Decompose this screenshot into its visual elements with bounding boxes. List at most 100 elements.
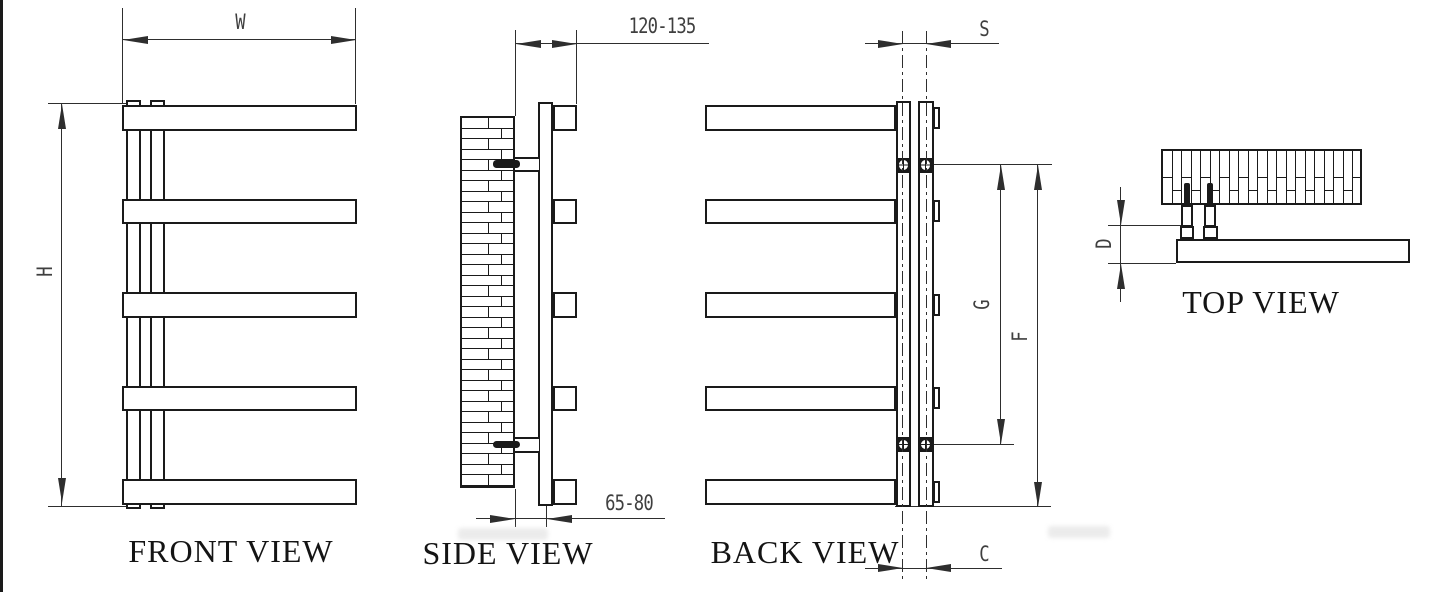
wall-section [460, 116, 515, 488]
brick-hatch-row [462, 370, 513, 381]
tube-section-upper [1204, 205, 1216, 227]
brick-hatch-row [1229, 151, 1239, 203]
bracket-screw-icon [920, 160, 931, 170]
f-arrow-top [1033, 165, 1042, 190]
brick-hatch-row [462, 139, 513, 150]
brick-hatch-row [1248, 151, 1258, 203]
brick-hatch-row [462, 170, 513, 181]
brick-hatch-row [1277, 151, 1287, 203]
g-extension-line-bottom [933, 443, 1014, 445]
towel-bar [705, 479, 896, 505]
brick-hatch-row [462, 391, 513, 402]
towel-bar [705, 105, 896, 131]
brick-hatch-row [1220, 151, 1230, 203]
c-arrow-left [878, 564, 903, 573]
brick-hatch-row [462, 380, 513, 391]
brick-hatch-row [462, 233, 513, 244]
brick-hatch-row [462, 485, 513, 486]
brick-hatch-row [1324, 151, 1334, 203]
brick-hatch-row [462, 475, 513, 486]
brick-hatch-row [462, 307, 513, 318]
mounting-bolt-top-view [1183, 183, 1190, 204]
brick-hatch-row [462, 296, 513, 307]
page-edge-line [0, 0, 3, 592]
brick-hatch-row [462, 244, 513, 255]
brick-hatch-row [1334, 151, 1344, 203]
bar-end-stub [552, 292, 577, 318]
tube-section-lower [1179, 225, 1194, 239]
clearance-arrow-left [489, 514, 515, 523]
mounting-bolt-top-view [1206, 183, 1213, 204]
w-dimension-line [122, 39, 356, 41]
towel-bar [705, 292, 896, 318]
brick-hatch-row [462, 118, 513, 129]
bracket-extension-line-top [933, 163, 1052, 165]
wall-section [1161, 149, 1362, 205]
brick-hatch-row [462, 464, 513, 475]
bar-end-stub [933, 293, 940, 316]
brick-hatch-row [462, 412, 513, 423]
brick-hatch-row [462, 191, 513, 202]
brick-hatch-row [462, 286, 513, 297]
tube-section-lower [1202, 225, 1218, 239]
brick-hatch-row [1191, 151, 1201, 203]
brick-hatch-row [462, 454, 513, 465]
f-dimension-line [1037, 164, 1039, 507]
d-extension-line-bottom [1108, 262, 1176, 264]
depth-extension-line-left [514, 30, 516, 116]
brick-hatch-row [462, 422, 513, 433]
brick-hatch-row [462, 160, 513, 171]
d-dimension-line [1120, 187, 1122, 302]
dimension-label-clearance-range: 65-80 [605, 491, 654, 515]
brick-hatch-row [462, 254, 513, 265]
wall-bracket-bottom [515, 437, 539, 453]
side-view-label: SIDE VIEW [422, 535, 594, 571]
towel-bar [121, 479, 357, 505]
brick-hatch-row [462, 212, 513, 223]
brick-hatch-row [462, 265, 513, 276]
depth-dimension-line [515, 43, 709, 45]
watermark-smudge [458, 528, 548, 540]
depth-arrow-right [551, 39, 577, 48]
brick-hatch-row [462, 181, 513, 192]
s-arrow-right [926, 39, 952, 48]
clearance-extension-line-left [514, 489, 516, 527]
wall-bracket-top [515, 156, 539, 172]
bar-end-stub [933, 106, 940, 129]
h-extension-line-bottom [48, 506, 126, 508]
h-arrow-top [57, 104, 66, 129]
back-riser-tube-right [917, 100, 934, 507]
brick-hatch-row [1353, 151, 1360, 203]
clearance-extension-line-right [545, 506, 547, 527]
brick-hatch-row [1305, 151, 1315, 203]
brick-hatch-row [1258, 151, 1268, 203]
towel-bar [121, 292, 357, 318]
bar-end-stub [552, 479, 577, 505]
h-arrow-bottom [57, 477, 66, 503]
side-riser-tube [538, 102, 553, 506]
brick-hatch-row [462, 223, 513, 234]
bar-end-stub [552, 385, 577, 411]
brick-hatch-row [1239, 151, 1249, 203]
dimension-label-s: S [979, 16, 989, 41]
brick-hatch-row [1286, 151, 1296, 203]
bar-end-stub [933, 480, 940, 503]
brick-hatch-row [462, 317, 513, 328]
towel-bar [121, 198, 357, 224]
brick-hatch-row [462, 128, 513, 139]
brick-hatch-row [462, 349, 513, 360]
bar-end-stub [552, 198, 577, 224]
brick-hatch-row [462, 149, 513, 160]
back-view-label: BACK VIEW [710, 534, 900, 570]
top-view-label: TOP VIEW [1182, 284, 1340, 320]
w-extension-line-right [355, 8, 357, 104]
d-arrow-top [1116, 200, 1125, 225]
brick-hatch-row [1201, 151, 1211, 203]
brick-hatch-row [1163, 151, 1173, 203]
mounting-bolt-bottom [493, 440, 520, 448]
dimension-label-d: D [1092, 238, 1116, 249]
tube-section-upper [1181, 205, 1193, 227]
g-dimension-line [1000, 164, 1002, 444]
